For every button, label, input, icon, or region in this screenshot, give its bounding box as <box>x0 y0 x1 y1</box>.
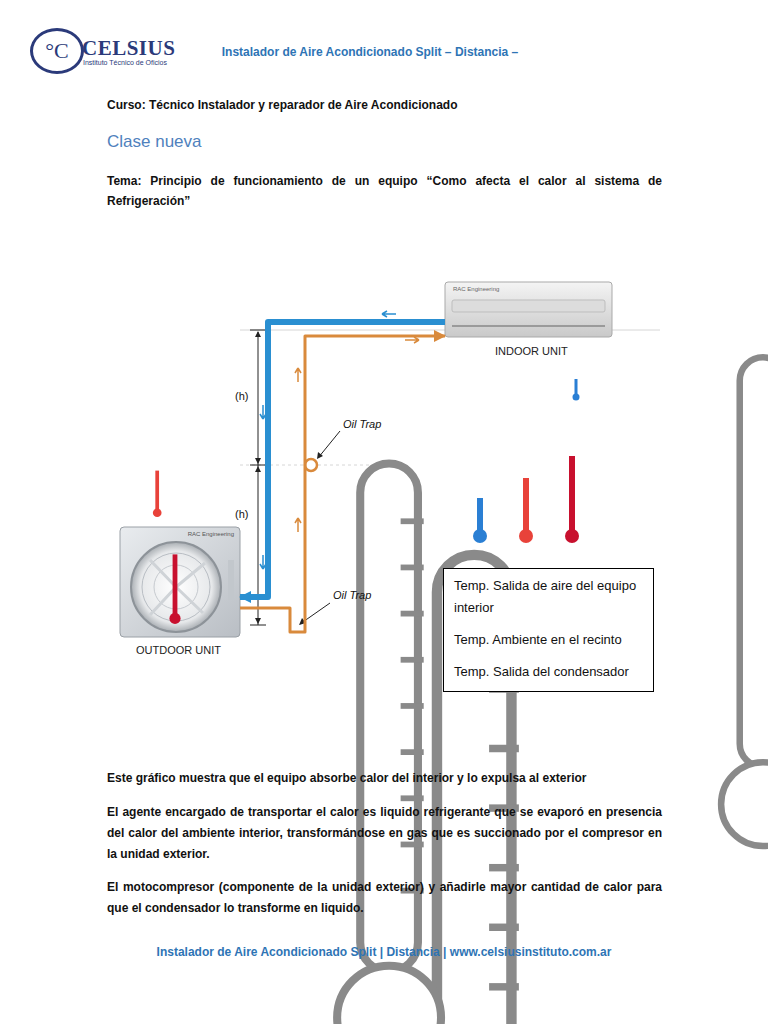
node-label: RAC Engineering <box>188 531 234 537</box>
legend-text: Temp. Ambiente en el recinto <box>454 629 622 651</box>
brand-name: CELSIUS <box>82 36 175 61</box>
topic-line: Tema: Principio de funcionamiento de un … <box>107 171 662 211</box>
outdoor-ambient-thermometer <box>153 508 162 517</box>
outdoor-ambient-thermometer <box>155 471 159 513</box>
indoor-unit-housing <box>445 282 612 337</box>
height-label: (h) <box>234 390 249 402</box>
course-line: Curso: Técnico Instalador y reparador de… <box>107 98 458 112</box>
flow-arrows <box>382 311 396 317</box>
legend-thermometer-red <box>523 478 529 536</box>
flow-arrows <box>405 337 419 343</box>
height-dimension <box>250 330 266 331</box>
outdoor-unit-housing <box>150 560 205 615</box>
oil-trap-label: Oil Trap <box>333 589 371 601</box>
legend-thermometer-blue <box>473 457 768 1024</box>
section-heading: Clase nueva <box>107 132 202 152</box>
condenser-thermometer <box>173 554 178 618</box>
height-label: (h) <box>234 508 249 520</box>
oil-trap-leaders <box>318 431 340 458</box>
indoor-unit-housing <box>452 325 605 327</box>
oil-trap-loop <box>305 459 317 471</box>
paragraph: Este gráfico muestra que el equipo absor… <box>107 768 662 788</box>
condenser-thermometer <box>169 613 180 624</box>
legend-thermometer-red <box>519 529 533 543</box>
legend-text: Temp. Salida de aire del equipo interior <box>454 575 643 619</box>
oil-trap-leaders <box>317 452 323 459</box>
flow-arrows <box>260 311 419 569</box>
outdoor-unit-housing <box>120 527 240 637</box>
paragraph: El motocompresor (componente de la unida… <box>107 877 662 919</box>
logo-circle: °C <box>30 28 84 74</box>
page-header: Instalador de Aire Acondicionado Split –… <box>200 45 540 59</box>
height-dimension <box>250 625 266 626</box>
node-label: °C <box>33 31 81 71</box>
flow-arrows <box>295 368 301 382</box>
legend-thermometer-blue <box>473 529 487 543</box>
indoor-air-thermometer <box>573 394 580 401</box>
suction-line-pipe <box>240 336 445 632</box>
page-footer: Instalador de Aire Acondicionado Split |… <box>40 945 728 959</box>
node-caption: INDOOR UNIT <box>495 345 568 357</box>
indoor-unit: RAC EngineeringINDOOR UNIT <box>445 282 612 337</box>
height-dimension <box>250 330 266 625</box>
outdoor-unit-housing <box>120 527 240 637</box>
outdoor-unit-housing <box>131 542 221 632</box>
height-dimension <box>250 465 266 466</box>
height-dimension <box>258 332 259 625</box>
legend-row: Temp. Ambiente en el recinto <box>454 629 643 651</box>
legend-thermometer-red <box>519 457 768 1024</box>
outdoor-unit-housing <box>228 560 234 600</box>
outdoor-ambient-thermometer <box>337 464 441 1024</box>
oil-trap-label: Oil Trap <box>343 418 381 430</box>
indoor-air-thermometer <box>721 357 768 846</box>
height-dimension <box>255 331 261 624</box>
outdoor-unit-housing <box>142 553 210 621</box>
legend-row: Temp. Salida del condensador <box>454 661 643 683</box>
legend-thermometer-darkred <box>569 456 575 536</box>
outdoor-ambient-thermometer <box>153 464 441 1024</box>
body-text-block: Este gráfico muestra que el equipo absor… <box>107 768 662 919</box>
indoor-unit-housing <box>452 300 605 312</box>
legend-thermometer-darkred <box>565 529 579 543</box>
legend-row: Temp. Salida de aire del equipo interior <box>454 575 643 619</box>
legend-box: Temp. Salida de aire del equipo interior… <box>443 568 654 692</box>
outdoor-unit: RAC EngineeringOUTDOOR UNIT <box>120 527 240 637</box>
indoor-unit-housing <box>445 282 612 337</box>
node-caption: OUTDOOR UNIT <box>136 644 221 656</box>
paragraph: El agente encargado de transportar el ca… <box>107 802 662 865</box>
liquid-line-pipe <box>240 322 445 597</box>
node-label: RAC Engineering <box>453 286 499 292</box>
brand-subtitle: Instituto Técnico de Oficios <box>83 59 167 66</box>
legend-thermometer-darkred <box>565 456 768 1024</box>
legend-text: Temp. Salida del condensador <box>454 661 629 683</box>
flow-arrows <box>295 518 301 532</box>
